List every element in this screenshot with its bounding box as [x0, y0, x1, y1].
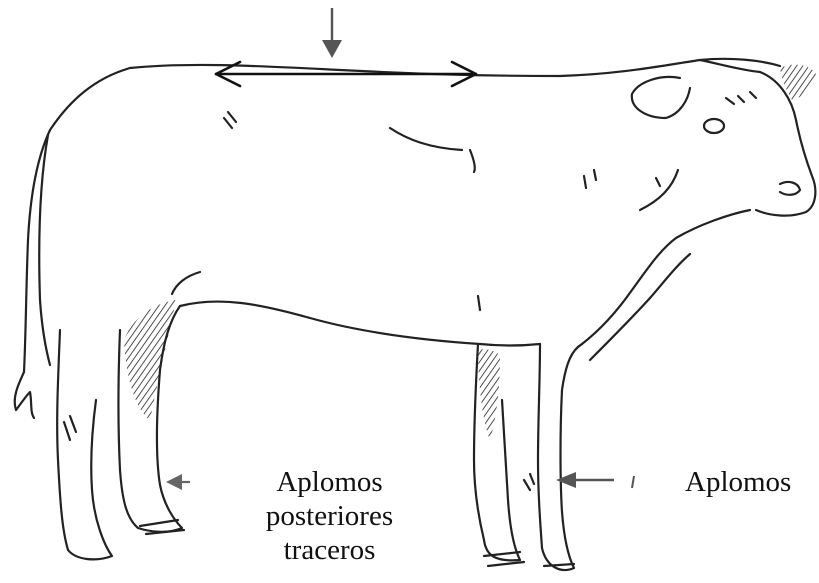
hind-leg-arrow: [166, 474, 190, 490]
front-leg-arrow: [556, 472, 634, 488]
down-arrow: [322, 8, 342, 58]
hind-legs-label-line2: posteriores: [242, 499, 417, 533]
front-legs-label: Aplomos: [685, 465, 791, 499]
leg-shading: [124, 65, 816, 440]
hind-legs-label-line3: traceros: [242, 533, 417, 567]
hind-legs-label-line1: Aplomos: [242, 465, 417, 499]
hind-legs-label: Aplomos posteriores traceros: [242, 465, 417, 567]
